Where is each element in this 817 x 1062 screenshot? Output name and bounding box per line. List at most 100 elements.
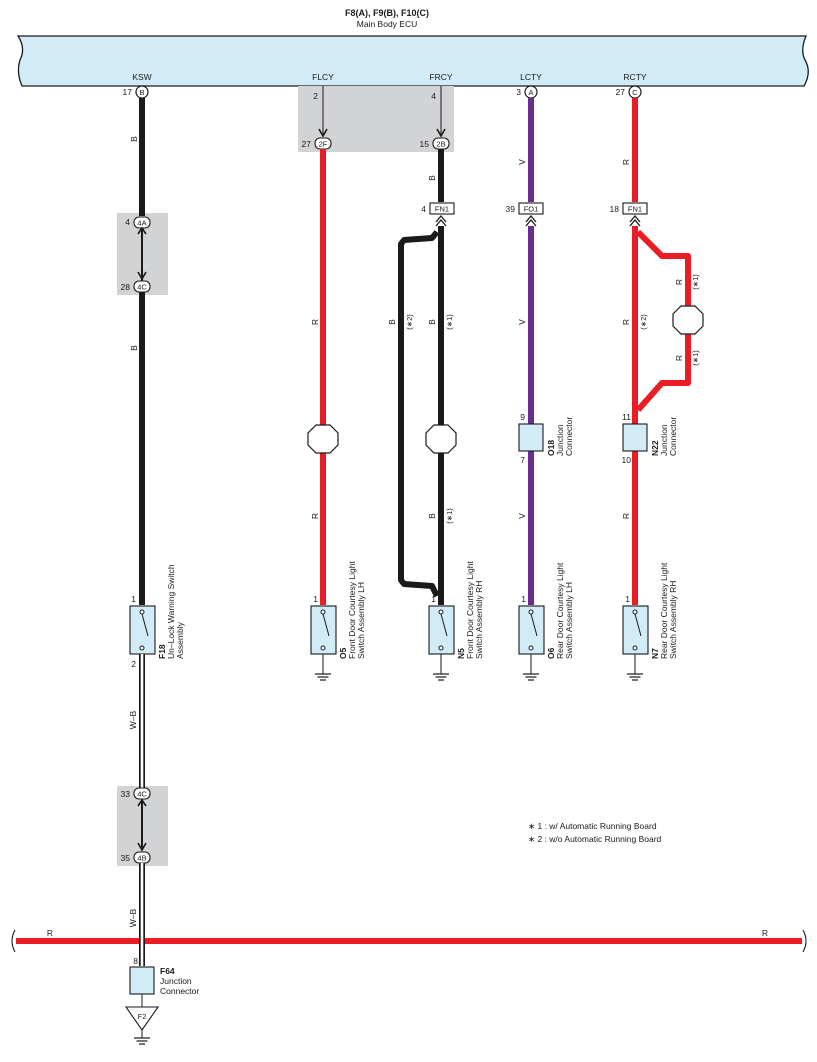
ground-point-f2: F2 xyxy=(124,1006,160,1045)
pin-f64-8: 8 xyxy=(133,956,138,966)
wire-color-r: R xyxy=(674,279,684,285)
pin-n5-1: 1 xyxy=(431,594,436,604)
lcty-circuit: A 3 V FO1 39 V V xyxy=(506,85,544,605)
switch-o6: 1 O6 Rear Door Courtesy Light Switch Ass… xyxy=(518,562,574,681)
flcy-circuit: 2 2F 27 R R xyxy=(302,86,339,605)
wire-color-r: R xyxy=(621,319,631,325)
pin-frcy-num: 4 xyxy=(431,91,436,101)
switch-name-line1: Front Door Courtesy Light xyxy=(465,561,475,659)
switch-name-line1: Un–Lock Warning Switch xyxy=(166,564,176,659)
wire-color-b: B xyxy=(129,136,139,142)
junction-id: F64 xyxy=(160,966,175,976)
ecu-subtitle: Main Body ECU xyxy=(357,19,417,29)
signal-lcty: LCTY xyxy=(520,72,542,82)
ksw-ground-circuit: W–B 4C 33 4B 35 W–B xyxy=(121,654,151,966)
switch-name-line2: Assembly xyxy=(175,621,185,659)
ksw-circuit: B 17 B B 4A 4 4C 28 xyxy=(121,85,151,605)
switch-name-line1: Rear Door Courtesy Light xyxy=(659,562,669,659)
switch-id: O6 xyxy=(546,647,556,659)
switch-id: O5 xyxy=(338,647,348,659)
pin-flcy-num: 2 xyxy=(313,91,318,101)
pin-n22-out: 10 xyxy=(622,455,632,465)
wire-color-b: B xyxy=(427,175,437,181)
ground-icon xyxy=(432,665,450,681)
ground-id: F2 xyxy=(138,1012,147,1021)
wire-color-b: B xyxy=(427,513,437,519)
signal-flcy: FLCY xyxy=(312,72,334,82)
connector-pin-28: 28 xyxy=(121,282,131,292)
connector-4c: 4C xyxy=(137,283,147,292)
wire-color-b: B xyxy=(427,319,437,325)
junction-fn1: FN1 xyxy=(435,205,449,214)
wire-color-r: R xyxy=(762,928,768,938)
junction-connector-n22: 11 10 N22 Junction Connector xyxy=(622,412,678,465)
switch-name-line2: Switch Assembly RH xyxy=(668,581,678,659)
pin-o5-1: 1 xyxy=(313,594,318,604)
pin-o18-in: 9 xyxy=(520,412,525,422)
wire-color-wb: W–B xyxy=(128,710,138,729)
pin-rcty-conn: C xyxy=(632,88,638,97)
wire-color-wb: W–B xyxy=(128,908,138,927)
junction-connector-o18: 9 7 O18 Junction Connector xyxy=(518,412,574,465)
junction-name-line1: Junction xyxy=(555,424,565,456)
pin-f18-2: 2 xyxy=(131,659,136,669)
switch-name-line1: Front Door Courtesy Light xyxy=(347,561,357,659)
frcy-circuit: 4 2B 15 B FN1 4 B (∗2) B (∗1) B (∗1) xyxy=(387,86,457,605)
pin-lcty-num: 3 xyxy=(516,87,521,97)
switch-name-line2: Switch Assembly LH xyxy=(356,582,366,659)
junction-name-line2: Connector xyxy=(564,417,574,456)
switch-n7: 1 N7 Rear Door Courtesy Light Switch Ass… xyxy=(622,562,678,681)
signal-rcty: RCTY xyxy=(623,72,646,82)
pin-f18-1: 1 xyxy=(131,594,136,604)
wire-color-r: R xyxy=(674,355,684,361)
switch-id: N7 xyxy=(650,648,660,659)
pin-ksw-conn: B xyxy=(139,88,144,97)
wire-color-v: V xyxy=(517,319,527,325)
connector-4a: 4A xyxy=(137,219,146,228)
junction-name-line2: Connector xyxy=(668,417,678,456)
switch-name-line2: Switch Assembly RH xyxy=(474,581,484,659)
switch-n5: 1 N5 Front Door Courtesy Light Switch As… xyxy=(428,561,484,681)
junction-name-line2: Connector xyxy=(160,986,199,996)
junction-pin-18: 18 xyxy=(610,204,620,214)
pin-n22-in: 11 xyxy=(622,412,631,422)
signal-ksw: KSW xyxy=(132,72,151,82)
pin-rcty-num: 27 xyxy=(616,87,626,97)
note-ref-2: (∗2) xyxy=(405,314,414,330)
pin-o6-1: 1 xyxy=(521,594,526,604)
junction-pin-4: 4 xyxy=(421,204,426,214)
junction-fo1: FO1 xyxy=(524,205,539,214)
wire-color-r: R xyxy=(310,319,320,325)
note-2: ∗ 2 : w/o Automatic Running Board xyxy=(528,834,662,844)
wire-color-v: V xyxy=(517,159,527,165)
ground-icon xyxy=(133,1029,151,1045)
pin-n7-1: 1 xyxy=(625,594,630,604)
switch-name-line2: Switch Assembly LH xyxy=(564,582,574,659)
note-1: ∗ 1 : w/ Automatic Running Board xyxy=(528,821,657,831)
junction-id: O18 xyxy=(546,440,556,456)
connector-2b: 2B xyxy=(436,140,445,149)
ground-icon xyxy=(314,665,332,681)
note-ref-2: (∗2) xyxy=(639,314,648,330)
connector-2f: 2F xyxy=(319,140,328,149)
junction-connector-f64: 8 F64 Junction Connector xyxy=(129,956,199,1007)
wire-color-r: R xyxy=(310,513,320,519)
wire-color-b: B xyxy=(129,345,139,351)
wire-color-r: R xyxy=(621,159,631,165)
junction-pin-39: 39 xyxy=(506,204,516,214)
connector-4b: 4B xyxy=(137,854,146,863)
pin-lcty-conn: A xyxy=(528,88,533,97)
ground-icon xyxy=(626,665,644,681)
ground-icon xyxy=(522,665,540,681)
connector-pin-33: 33 xyxy=(121,789,131,799)
connector-pin-15: 15 xyxy=(420,139,430,149)
wire-color-v: V xyxy=(517,513,527,519)
ecu-title: F8(A), F9(B), F10(C) xyxy=(345,8,429,18)
rcty-circuit: C 27 R FN1 18 R (∗2) R (∗1) R (∗1) R xyxy=(610,85,704,605)
switch-id: F18 xyxy=(157,644,167,659)
pin-o18-out: 7 xyxy=(520,455,525,465)
signal-frcy: FRCY xyxy=(429,72,452,82)
connector-pin-4: 4 xyxy=(125,217,130,227)
note-ref-1: (∗1) xyxy=(445,314,454,330)
